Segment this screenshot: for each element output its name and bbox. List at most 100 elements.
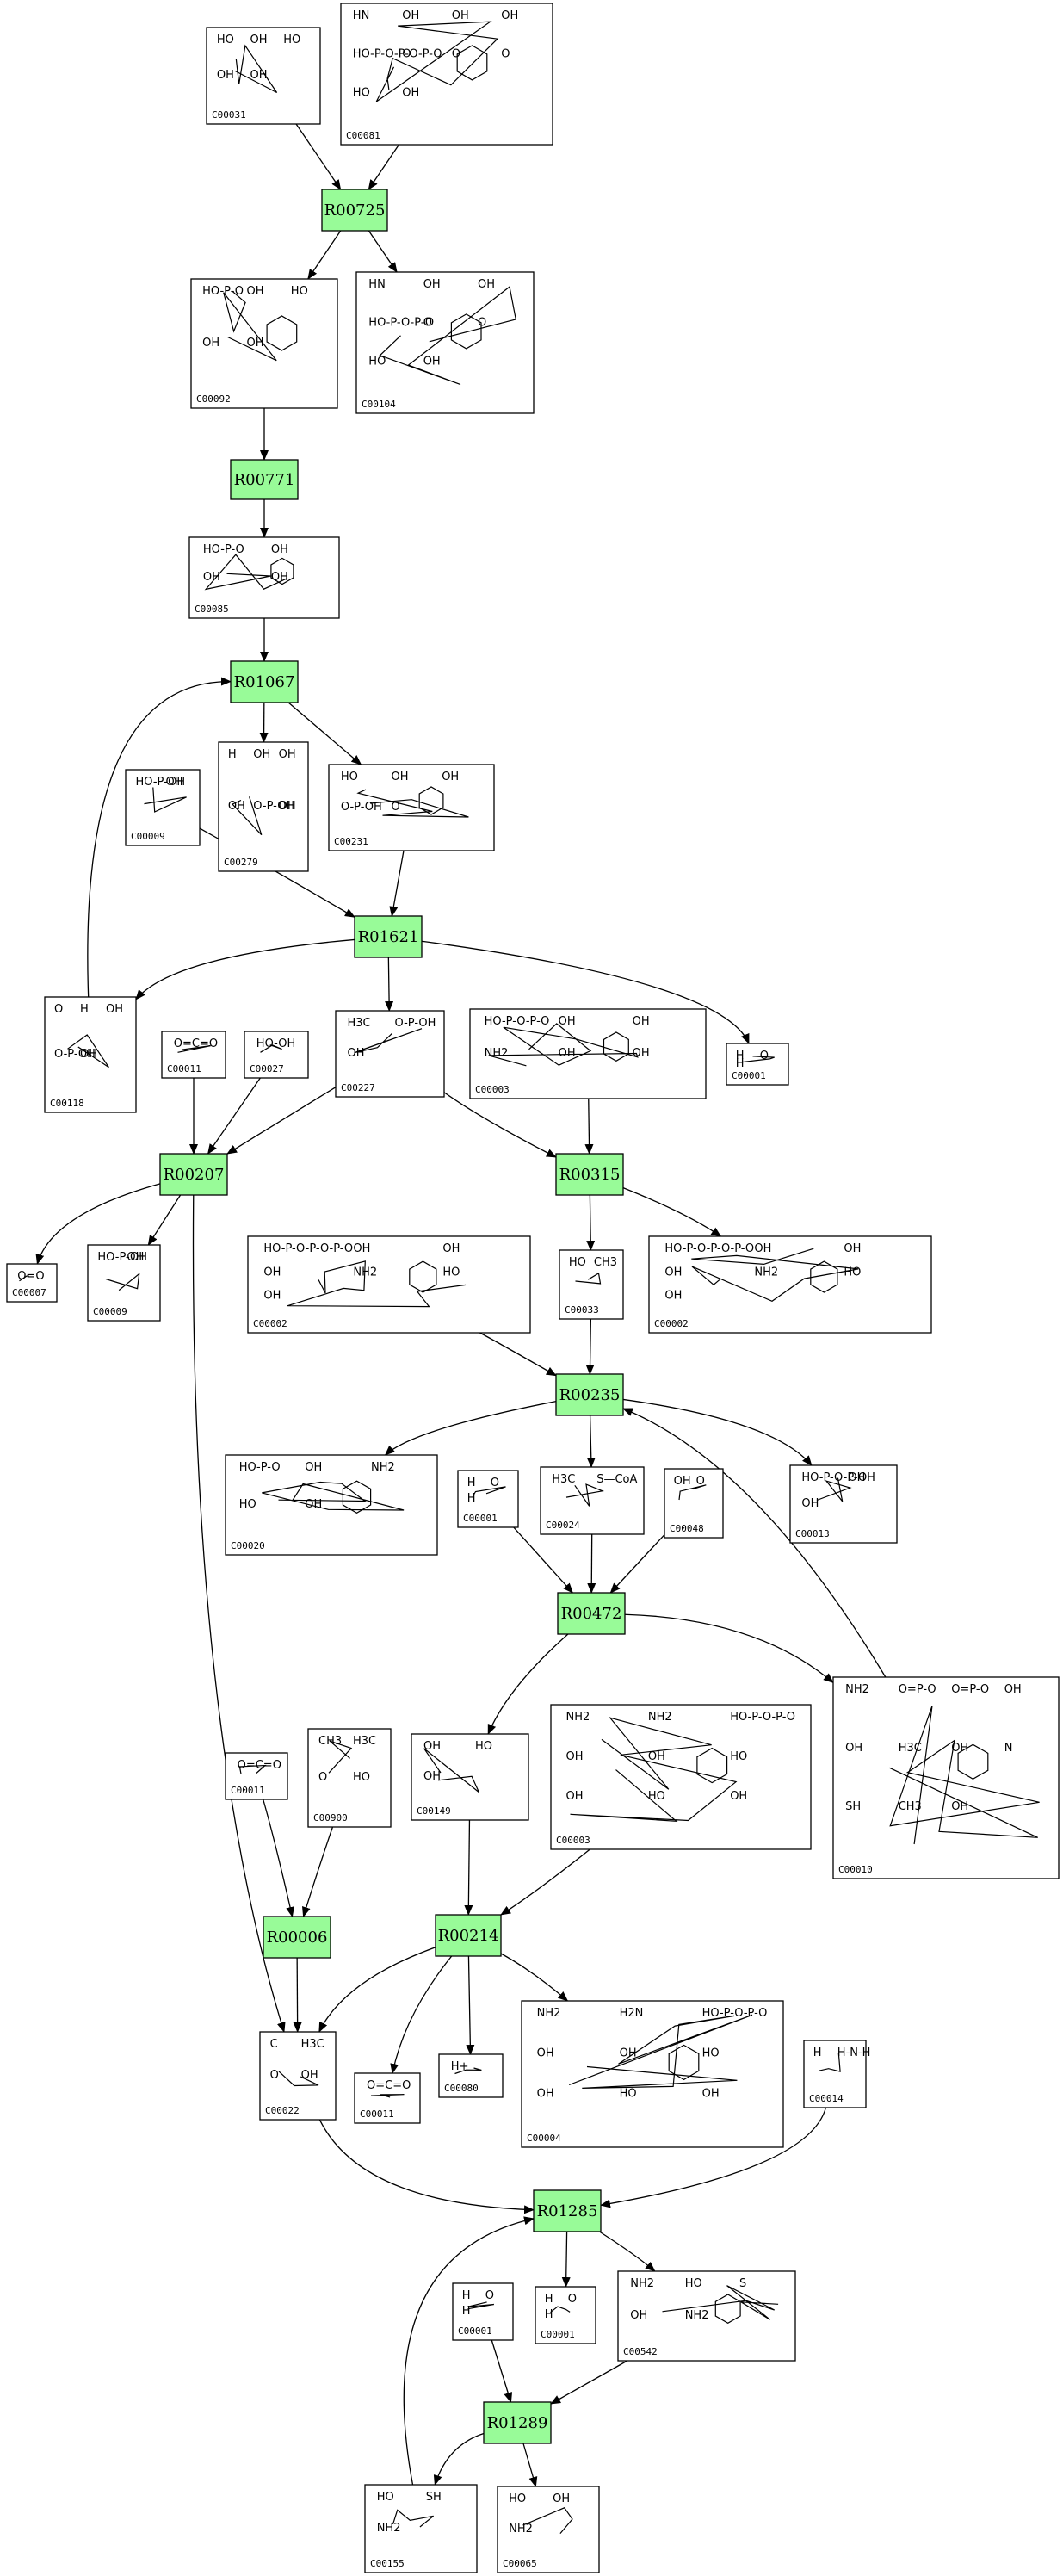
reaction-id-label: R00771	[234, 471, 295, 489]
reaction-node[interactable]: R00315	[555, 1153, 624, 1196]
molecule-ring	[418, 786, 444, 815]
atom-label: HN	[353, 9, 370, 22]
compound-id-label: C00007	[12, 1287, 46, 1298]
atom-label: OH	[228, 800, 245, 813]
atom-label: OH	[301, 2069, 318, 2082]
reaction-node[interactable]: R01067	[230, 660, 299, 703]
reaction-node[interactable]: R00235	[555, 1373, 624, 1416]
edges-layer	[35, 123, 887, 2487]
reaction-node[interactable]: R00725	[321, 189, 388, 232]
reaction-node[interactable]: R00771	[230, 459, 299, 500]
molecule-bonds	[392, 2509, 434, 2528]
atom-label: NH2	[630, 2277, 654, 2290]
edge-R00725-C00092	[307, 230, 342, 280]
atom-label: O	[402, 48, 411, 61]
atom-label: HO	[291, 285, 308, 298]
atom-label: SH	[426, 2491, 442, 2504]
edge-R01621-C00001a	[421, 940, 750, 1044]
atom-label: N	[1004, 1742, 1013, 1755]
atom-label: HO	[844, 1266, 861, 1279]
compound-box	[125, 769, 201, 846]
molecule-ring	[714, 2294, 741, 2324]
atom-label: OH	[801, 1497, 819, 1510]
reaction-node[interactable]: R01289	[483, 2401, 552, 2444]
atom-label: OH	[844, 1242, 861, 1255]
reaction-node[interactable]: R00006	[263, 1916, 331, 1959]
compound-id-label: C00542	[623, 2346, 658, 2357]
compound-node[interactable]: H+C00080	[438, 2053, 504, 2098]
reaction-node[interactable]: R00214	[435, 1914, 502, 1957]
molecule-bonds	[379, 286, 516, 386]
reaction-node[interactable]: R00207	[159, 1153, 228, 1196]
atom-label: O	[696, 1475, 705, 1488]
reaction-box	[230, 459, 299, 500]
molecule-bonds	[550, 2306, 571, 2313]
atom-label: H3C	[899, 1742, 922, 1755]
compound-id-label: C00003	[475, 1084, 510, 1095]
molecule-bonds	[467, 2301, 495, 2310]
reaction-box	[483, 2401, 552, 2444]
atom-label: HO	[569, 1256, 586, 1269]
edge-R00006-C00022	[293, 1957, 302, 2033]
atom-label: NH2	[485, 1047, 509, 1060]
molecule-bonds	[287, 1260, 467, 1308]
atom-label: H	[462, 2289, 471, 2302]
molecule-ring	[450, 313, 482, 350]
compound-id-label: C00013	[795, 1528, 830, 1539]
edge-C00149-R00214	[464, 1819, 473, 1916]
atom-label: NH2	[566, 1711, 590, 1724]
reaction-node[interactable]: R00472	[557, 1592, 626, 1635]
compound-id-label: C00024	[546, 1520, 580, 1531]
atom-label: NH2	[754, 1266, 778, 1279]
molecule-bonds	[488, 1023, 639, 1067]
edge-R01285-C00542	[599, 2231, 656, 2272]
reaction-node[interactable]: R01621	[354, 915, 423, 958]
compound-id-label: C00003	[556, 1835, 590, 1846]
atom-label: OH	[664, 1290, 682, 1303]
atom-label: HO-P-OH	[97, 1251, 147, 1264]
edge-C00002a-R00235	[479, 1332, 557, 1377]
reaction-box	[555, 1373, 624, 1416]
molecule-bonds	[260, 1044, 282, 1053]
reaction-box	[230, 660, 299, 703]
reaction-node[interactable]: R01285	[533, 2189, 602, 2232]
